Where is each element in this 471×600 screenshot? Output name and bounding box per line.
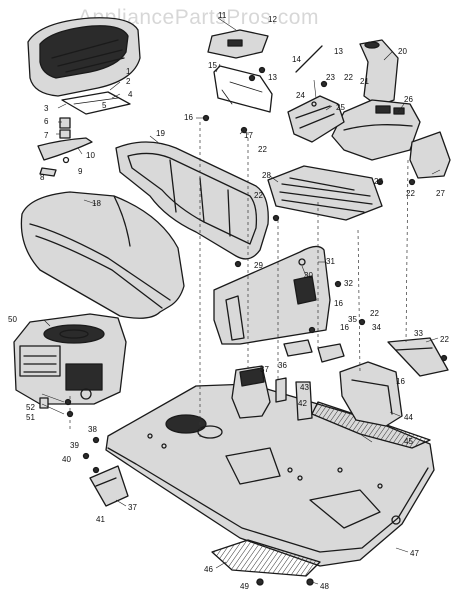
callout-21: 21 <box>360 77 369 86</box>
small-brackets <box>275 339 345 421</box>
side-cover <box>409 131 451 179</box>
callout-13-lower: 13 <box>268 73 277 82</box>
callout-7: 7 <box>44 131 49 140</box>
callout-32: 32 <box>344 279 353 288</box>
callout-16-mid: 16 <box>334 299 343 308</box>
callout-22-f: 22 <box>370 309 379 318</box>
callout-20: 20 <box>398 47 407 56</box>
callout-34: 34 <box>372 323 381 332</box>
callout-39: 39 <box>70 441 79 450</box>
callout-13-upper: 13 <box>334 47 343 56</box>
callout-49: 49 <box>240 582 249 591</box>
watermark: AppliancePartsPros.com <box>78 6 319 29</box>
callout-42: 42 <box>298 399 307 408</box>
engine <box>13 313 127 409</box>
callout-9: 9 <box>78 167 83 176</box>
callout-33: 33 <box>414 329 423 338</box>
firewall-plate <box>387 337 449 377</box>
callout-36: 36 <box>278 361 287 370</box>
callout-22-d: 22 <box>374 177 383 186</box>
callout-15: 15 <box>208 61 217 70</box>
leader-lines <box>41 17 441 585</box>
callout-14: 14 <box>292 55 301 64</box>
callout-5: 5 <box>102 101 107 110</box>
callout-37-mid: 37 <box>260 365 269 374</box>
callout-22-g: 22 <box>440 335 449 344</box>
callout-46: 46 <box>204 565 213 574</box>
pedal-bracket <box>339 361 403 427</box>
callout-24: 24 <box>296 91 305 100</box>
callout-22-e: 22 <box>406 189 415 198</box>
callout-16-right: 16 <box>340 323 349 332</box>
callout-41: 41 <box>96 515 105 524</box>
seat-spring <box>37 117 93 177</box>
callout-3: 3 <box>44 104 49 113</box>
callout-51: 51 <box>26 413 35 422</box>
callouts: 1 2 3 4 5 6 7 8 9 10 11 12 13 13 14 15 1… <box>8 11 449 591</box>
hood <box>20 191 185 319</box>
dashboard-panel <box>213 245 331 345</box>
callout-22-b: 22 <box>258 145 267 154</box>
callout-12: 12 <box>268 15 277 24</box>
callout-28: 28 <box>262 171 271 180</box>
console <box>331 99 421 161</box>
callout-16-left: 16 <box>184 113 193 122</box>
callout-16-low: 16 <box>396 377 405 386</box>
callout-43: 43 <box>300 383 309 392</box>
callout-2: 2 <box>126 77 131 86</box>
seat <box>27 17 141 97</box>
callout-22-c: 22 <box>254 191 263 200</box>
front-bracket <box>89 465 129 507</box>
callout-22-a: 22 <box>344 73 353 82</box>
callout-11-top: 11 <box>218 11 227 20</box>
callout-29: 29 <box>254 261 263 270</box>
callout-4: 4 <box>128 90 133 99</box>
callout-44: 44 <box>404 413 413 422</box>
footrest-grille <box>267 165 383 221</box>
callout-37-left: 37 <box>128 503 137 512</box>
callout-52: 52 <box>26 403 35 412</box>
callout-27: 27 <box>436 189 445 198</box>
callout-1: 1 <box>126 67 131 76</box>
grille-frame <box>115 141 269 260</box>
seat-mounting-plate <box>61 91 131 115</box>
callout-47: 47 <box>410 549 419 558</box>
callout-23: 23 <box>326 73 335 82</box>
callout-35: 35 <box>348 315 357 324</box>
callout-48: 48 <box>320 582 329 591</box>
callout-38: 38 <box>88 425 97 434</box>
seat-post <box>231 365 271 419</box>
callout-8: 8 <box>40 173 45 182</box>
seat-bracket <box>207 29 273 113</box>
callout-31: 31 <box>326 257 335 266</box>
callout-25: 25 <box>336 103 345 112</box>
callout-26: 26 <box>404 95 413 104</box>
hardware <box>64 45 448 586</box>
callout-50: 50 <box>8 315 17 324</box>
callout-6: 6 <box>44 117 49 126</box>
callout-10: 10 <box>86 151 95 160</box>
callout-45: 45 <box>404 437 413 446</box>
foot-mat <box>211 539 321 577</box>
alignment-lines <box>69 122 409 440</box>
callout-18: 18 <box>92 199 101 208</box>
callout-17: 17 <box>244 131 253 140</box>
callout-19: 19 <box>156 129 165 138</box>
steering-column-cover <box>359 39 399 107</box>
callout-30: 30 <box>304 271 313 280</box>
callout-40: 40 <box>62 455 71 464</box>
